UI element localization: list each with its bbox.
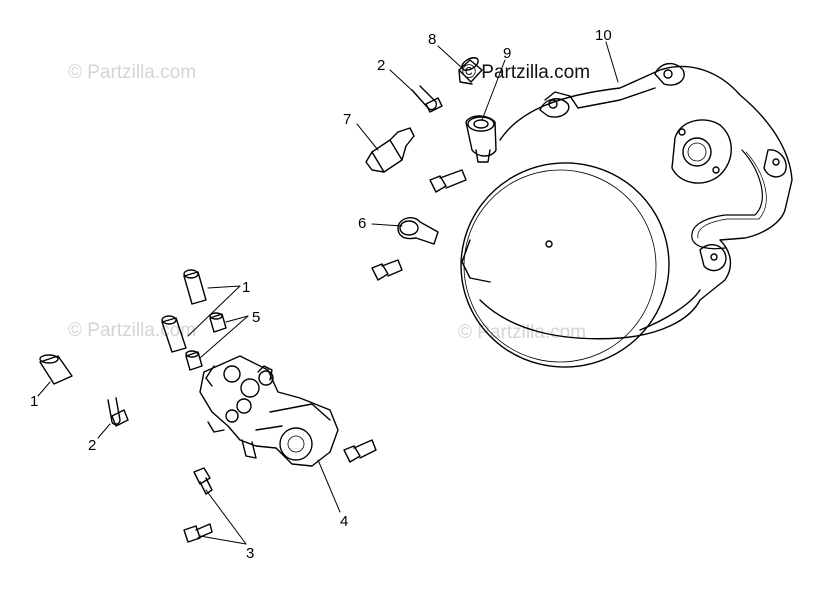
sleeve-1-left-drawing — [37, 354, 73, 397]
fitting-7-drawing — [356, 123, 415, 173]
callout-2-top: 2 — [377, 57, 386, 74]
callout-1-top: 1 — [242, 279, 251, 296]
watermark-top-left: © Partzilla.com — [68, 62, 197, 83]
hose-clip-2-top-drawing — [389, 69, 443, 113]
callout-2-left: 2 — [88, 437, 97, 454]
callout-1-left: 1 — [30, 393, 39, 410]
bolt-pump-drawing — [343, 439, 377, 463]
watermark-top-center: © Partzilla.com — [462, 62, 591, 83]
callout-7: 7 — [343, 111, 352, 128]
bolt-cover-drawing — [429, 169, 467, 193]
callout-3: 3 — [246, 545, 255, 562]
callout-4: 4 — [340, 513, 349, 530]
callout-10: 10 — [595, 27, 612, 44]
cable-clamp-9-drawing — [465, 59, 506, 163]
recoil-cover-drawing — [460, 41, 793, 368]
clip-6-drawing — [371, 217, 439, 281]
hose-clip-2-left-drawing — [97, 397, 129, 439]
sleeves-1-drawing — [161, 269, 241, 353]
oil-pump-4-drawing — [199, 355, 341, 513]
grommets-5-drawing — [185, 312, 249, 371]
callout-6: 6 — [358, 215, 367, 232]
callout-5: 5 — [252, 309, 261, 326]
grommet-8-drawing — [437, 45, 483, 85]
watermark-mid-left: © Partzilla.com — [68, 320, 197, 341]
callout-9: 9 — [503, 45, 512, 62]
screws-3-drawing — [183, 467, 247, 545]
watermark-mid-right: © Partzilla.com — [458, 322, 587, 343]
callout-8: 8 — [428, 31, 437, 48]
